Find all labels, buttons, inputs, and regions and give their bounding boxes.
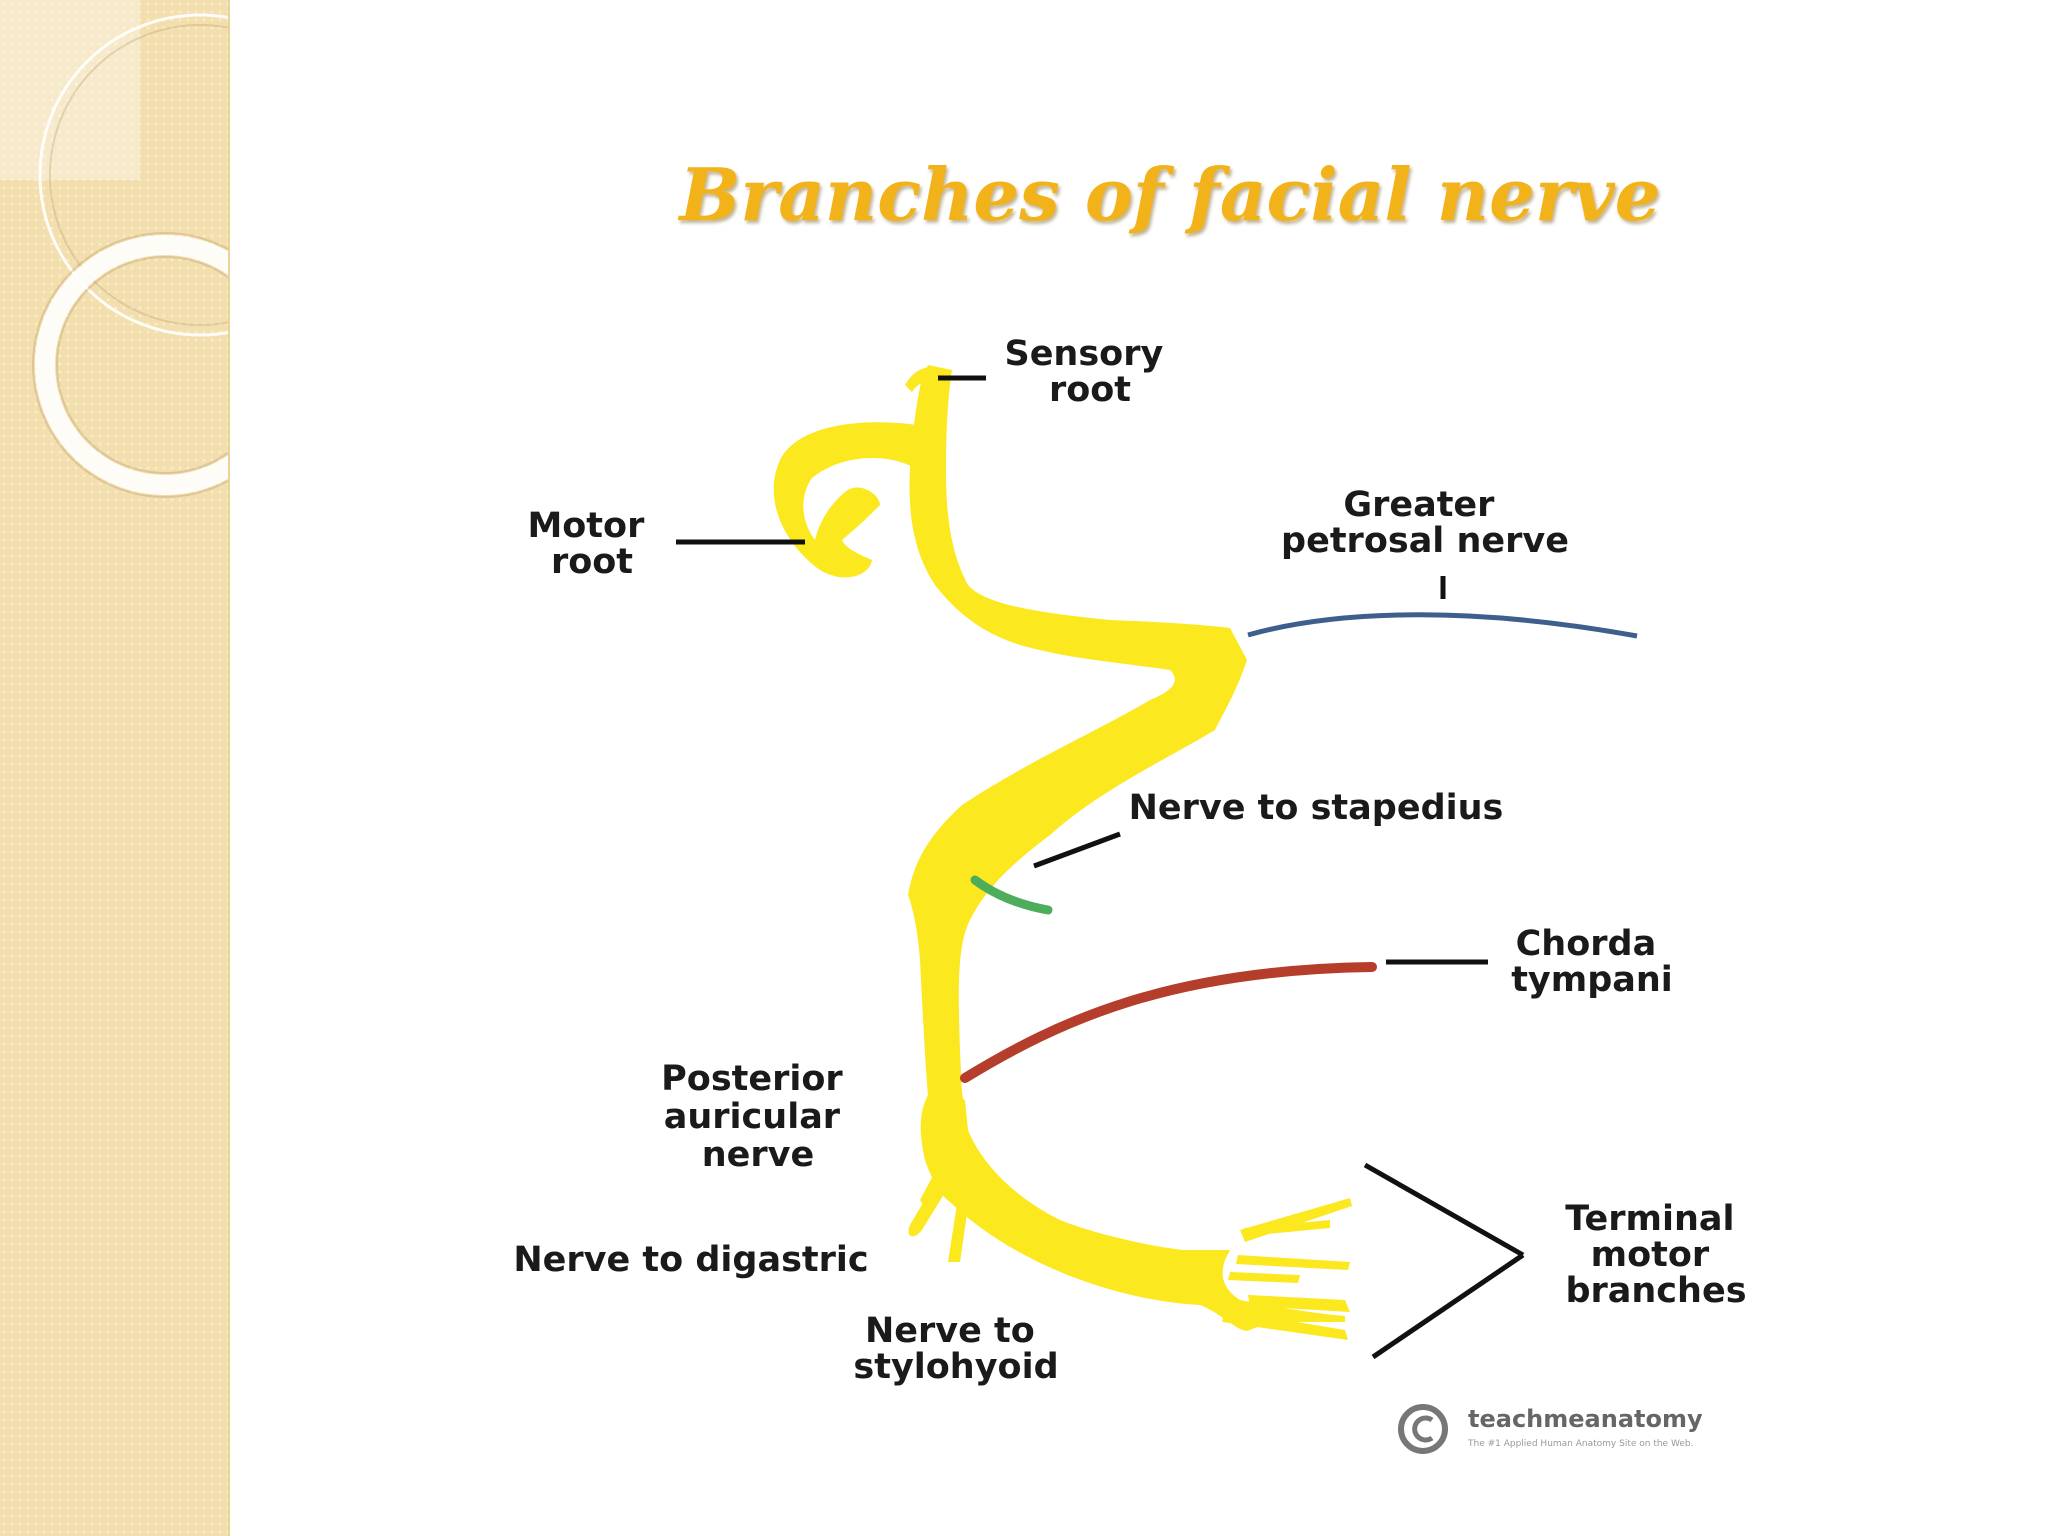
label-nerve-to-stapedius-line-1: Nerve to stapedius (1129, 788, 1504, 828)
greater-petrosal-nerve (1247, 612, 1638, 639)
label-motor-root: Motor root (527, 506, 656, 582)
label-posterior-auricular-line-2: auricular (664, 1097, 841, 1137)
copyright-icon (1398, 1404, 1448, 1454)
slide-title: Branches of facial nerve (679, 152, 1661, 237)
label-nerve-to-digastric: Nerve to digastric (513, 1240, 868, 1280)
copyright-c-mark (1412, 1415, 1434, 1443)
label-terminal-motor-branches: Terminal motor branches (1565, 1199, 1746, 1311)
label-sensory-root-line-1: Sensory (1004, 334, 1163, 374)
label-greater-petrosal-line-1: Greater (1343, 485, 1495, 525)
label-motor-root-line-1: Motor (527, 506, 645, 546)
leader-lines (676, 375, 1525, 1360)
label-greater-petrosal-nerve: Greater petrosal nerve (1281, 485, 1569, 561)
label-sensory-root-line-2: root (1049, 370, 1131, 410)
label-greater-petrosal-line-2: petrosal nerve (1281, 521, 1569, 561)
sidebar-rings-decoration (0, 0, 228, 498)
label-sensory-root: Sensory root (1004, 334, 1175, 410)
label-chorda-tympani-line-1: Chorda (1516, 924, 1657, 964)
label-nerve-to-stylohyoid-line-1: Nerve to (865, 1311, 1035, 1351)
label-posterior-auricular-line-3: nerve (702, 1135, 814, 1175)
watermark-brand: teachmeanatomy (1468, 1405, 1703, 1433)
label-chorda-tympani: Chorda tympani (1511, 924, 1673, 1000)
facial-nerve-trunk (773, 365, 1352, 1340)
label-chorda-tympani-line-2: tympani (1511, 960, 1673, 1000)
label-posterior-auricular-line-1: Posterior (661, 1059, 843, 1099)
label-nerve-to-stylohyoid-line-2: stylohyoid (853, 1347, 1058, 1387)
teachmeanatomy-watermark: teachmeanatomy The #1 Applied Human Anat… (1398, 1404, 1703, 1454)
label-terminal-motor-line-1: Terminal (1565, 1199, 1734, 1239)
decorative-sidebar (0, 0, 230, 1536)
label-nerve-to-stylohyoid: Nerve to stylohyoid (853, 1311, 1058, 1387)
nerve-to-stapedius-branch (970, 875, 1053, 915)
watermark-tagline: The #1 Applied Human Anatomy Site on the… (1467, 1439, 1693, 1449)
label-terminal-motor-line-3: branches (1565, 1271, 1746, 1311)
label-terminal-motor-line-2: motor (1591, 1235, 1710, 1275)
label-motor-root-line-2: root (551, 542, 633, 582)
label-nerve-to-digastric-line-1: Nerve to digastric (513, 1240, 868, 1280)
label-nerve-to-stapedius: Nerve to stapedius (1129, 788, 1504, 828)
label-posterior-auricular-nerve: Posterior auricular nerve (661, 1059, 855, 1175)
chorda-tympani-branch (960, 962, 1377, 1083)
